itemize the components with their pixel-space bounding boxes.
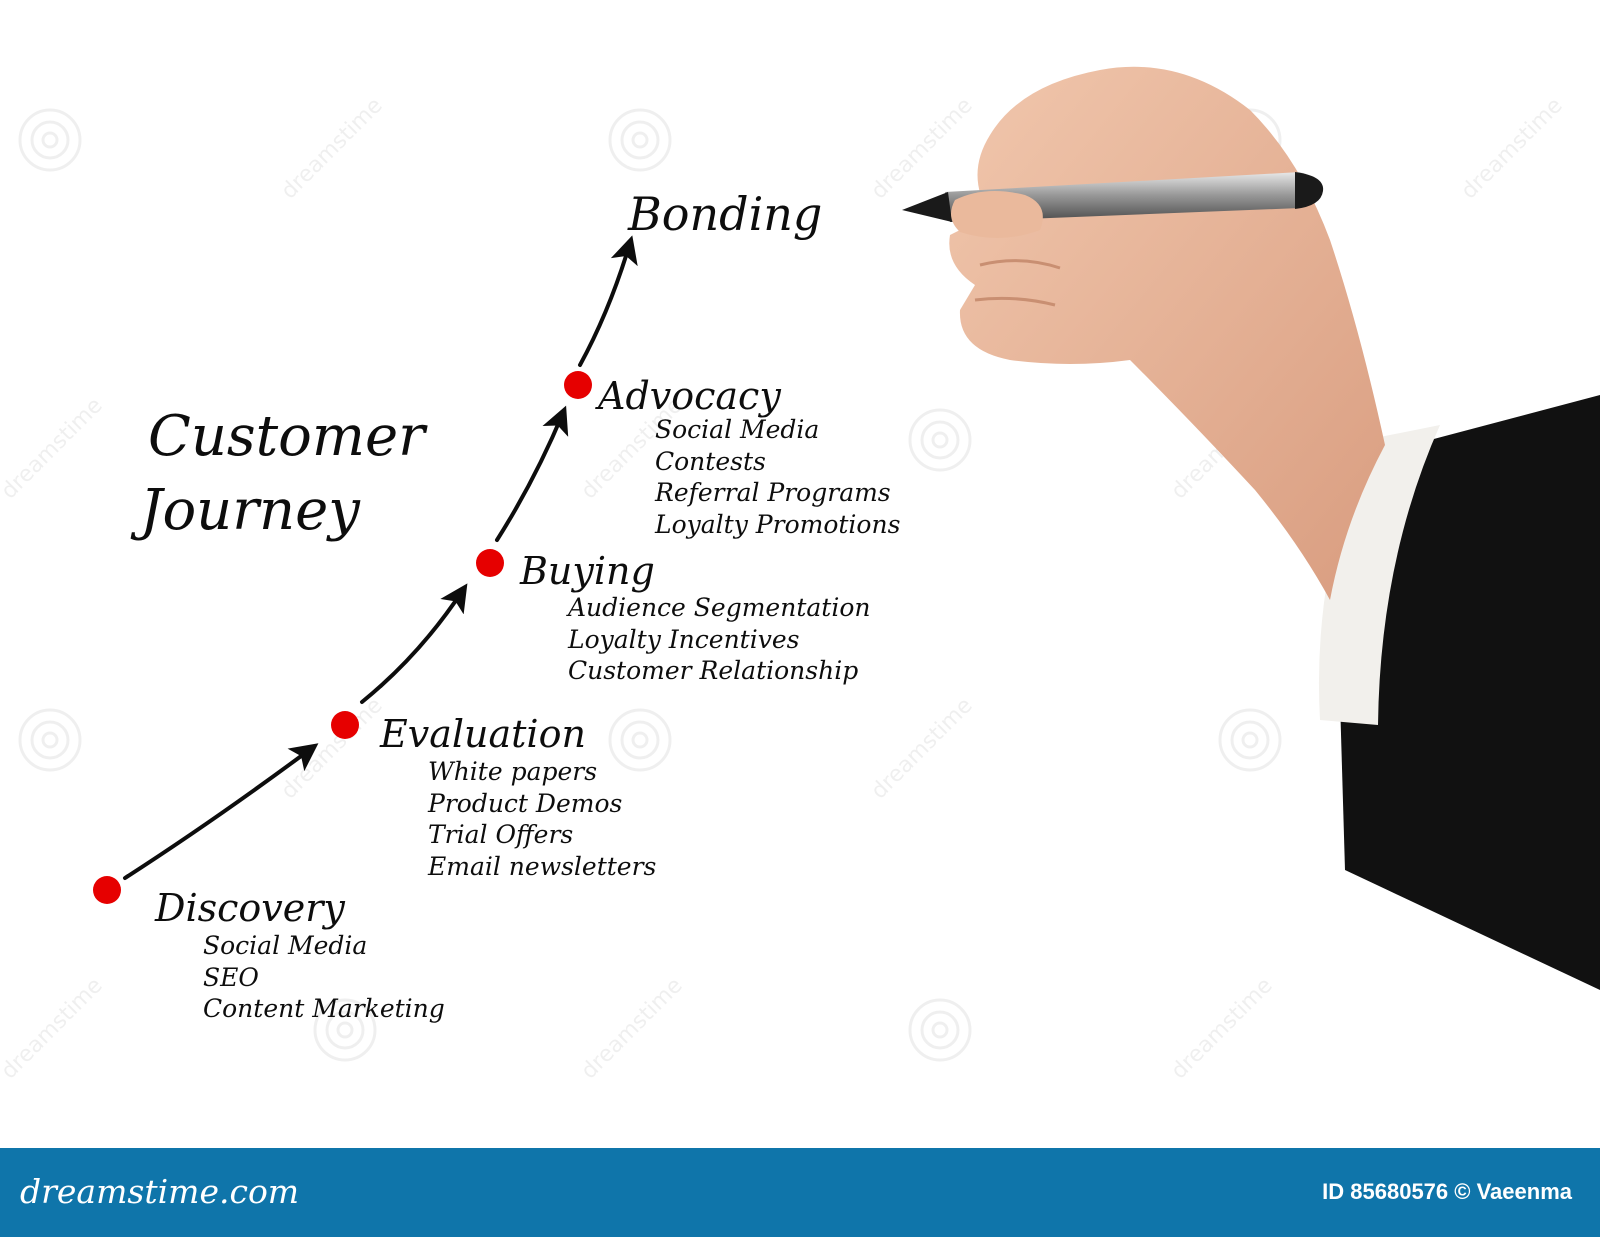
watermark-spiral-icon [1218,708,1282,772]
list-item: White papers [428,757,598,786]
hand-with-marker-icon [902,66,1600,990]
stage-marker-evaluation [331,711,359,739]
watermark-layer: dreamstime dreamstime dreamstime dreamst… [0,93,1568,1084]
stage-items-evaluation: White papers Product Demos Trial Offers … [428,756,656,882]
list-item: Loyalty Incentives [568,624,800,654]
list-item: Social Media [655,415,820,444]
stage-items-buying: Audience Segmentation Loyalty Incentives… [568,592,870,687]
arrow-evaluation-to-buying [360,583,468,704]
stage-title: Advocacy [598,374,781,418]
list-item: Contests [655,446,766,476]
arrow-advocacy-to-bonding [578,235,638,367]
watermark-spiral-icon [18,708,82,772]
list-item: Social Media [203,931,368,960]
stage-items-advocacy: Social Media Contests Referral Programs … [655,414,900,540]
list-item: Trial Offers [428,820,574,849]
site-link[interactable]: dreamstime.com [20,1172,300,1211]
list-item: Audience Segmentation [568,593,871,622]
stage-marker-advocacy [564,371,592,399]
diagram-canvas: dreamstime dreamstime dreamstime dreamst… [0,66,1600,1084]
list-item: Referral Programs [655,478,891,507]
list-item: Loyalty Promotions [655,509,901,539]
arrow-discovery-to-evaluation [123,743,319,880]
watermark-spiral-icon [608,708,672,772]
stage-items-discovery: Social Media SEO Content Marketing [203,930,445,1025]
footer-bar: dreamstime.com ID 85680576 © Vaeenma [0,1148,1600,1237]
arrow-buying-to-advocacy [495,405,569,542]
finger-crease [974,296,1056,307]
watermark-spiral-icon [908,998,972,1062]
title-line: Customer [148,404,425,469]
hand [949,66,1385,601]
stage-title: Evaluation [380,712,586,756]
diagram-title: Customer Journey [140,400,425,548]
stage-bonding: Bonding [628,187,823,241]
list-item: Product Demos [428,788,623,818]
watermark-spiral-icon [313,998,377,1062]
watermark-spiral-icon [608,108,672,172]
pen-end-cap [1295,172,1324,209]
title-line: Journey [140,478,360,543]
list-item: SEO [203,962,259,992]
list-item: Content Marketing [203,994,445,1023]
image-id-credit: ID 85680576 © Vaeenma [1322,1179,1572,1204]
finger-crease [979,259,1061,270]
suit-sleeve [1340,395,1600,990]
pen-tip [902,192,952,222]
stage-marker-discovery [93,876,121,904]
watermark-spiral-icon [18,108,82,172]
watermark-spiral-icon [908,408,972,472]
stage-title: Discovery [155,886,345,930]
thumb [951,191,1043,239]
stage-title: Buying [520,549,655,593]
stage-marker-buying [476,549,504,577]
list-item: Email newsletters [428,851,657,881]
journey-flow [93,235,638,904]
list-item: Customer Relationship [568,656,859,685]
